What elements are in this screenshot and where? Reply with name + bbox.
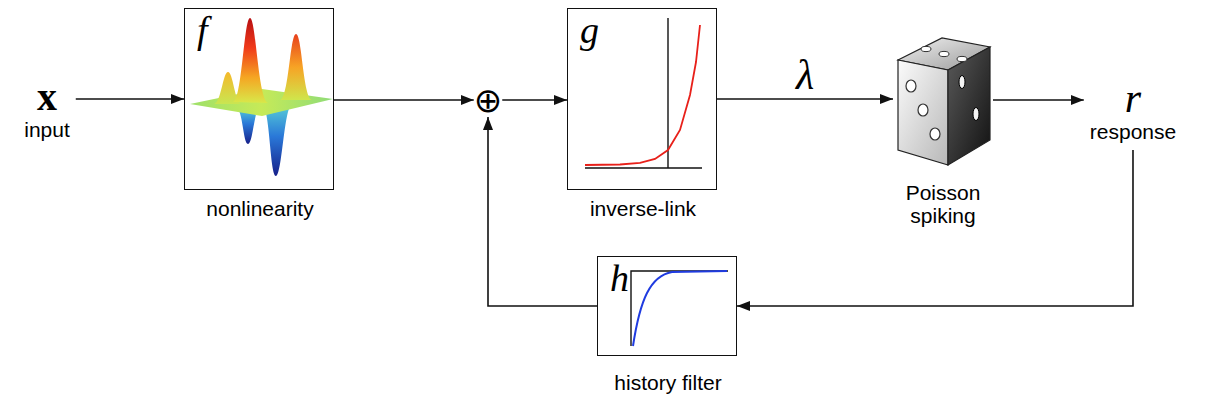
dice-pip — [973, 108, 979, 121]
symbol-label: h — [610, 259, 629, 297]
filter-axes — [631, 271, 728, 346]
text-label: response — [1090, 120, 1176, 144]
exp-curve — [585, 25, 700, 165]
signal-arrow — [717, 98, 893, 100]
dice-icon — [898, 38, 990, 165]
axis — [667, 18, 668, 168]
caption: Poisson spiking — [891, 181, 995, 227]
symbol-label: x — [37, 76, 57, 118]
inverse-link-plot — [585, 18, 702, 168]
symbol-label: f — [197, 11, 208, 49]
caption: history filter — [614, 371, 721, 395]
dice-pip — [918, 104, 928, 116]
signal-arrow — [993, 99, 1084, 101]
symbol-label: r — [1125, 76, 1141, 120]
caption: inverse-link — [590, 197, 696, 221]
signal-arrow — [488, 117, 597, 306]
history-filter-box: hhistory filter — [597, 256, 737, 356]
filter-curve — [633, 271, 727, 346]
surface-peak — [233, 18, 268, 103]
caption: nonlinearity — [206, 197, 313, 221]
sum-junction: ⊕ — [474, 83, 503, 117]
signal-arrow — [502, 99, 567, 101]
dice-side — [948, 47, 990, 165]
signal-arrow — [76, 98, 184, 100]
poisson-spiking-icon: Poisson spiking — [893, 33, 993, 167]
signal-arrow — [334, 99, 474, 101]
symbol-label: g — [580, 11, 599, 49]
nonlinearity-box: fnonlinearity — [184, 8, 334, 190]
dice-pip — [930, 128, 940, 140]
input-label: xinput — [24, 76, 70, 142]
dice-pip — [959, 76, 965, 89]
dice-pip — [906, 80, 916, 92]
dice-front — [898, 60, 948, 165]
text-label: input — [24, 118, 70, 142]
rate-label: λ — [796, 53, 814, 97]
response-label: rresponse — [1090, 76, 1176, 144]
surface-peak — [280, 34, 312, 100]
signal-arrow — [737, 150, 1133, 306]
history-filter-plot — [631, 271, 728, 346]
axis — [585, 167, 702, 168]
inverse-link-box: ginverse-link — [567, 8, 717, 190]
dice-pip — [957, 56, 967, 61]
dice-pip — [939, 51, 949, 56]
dice-pip — [921, 46, 931, 51]
surface-plot — [190, 18, 333, 176]
symbol-label: ⊕ — [474, 83, 503, 117]
